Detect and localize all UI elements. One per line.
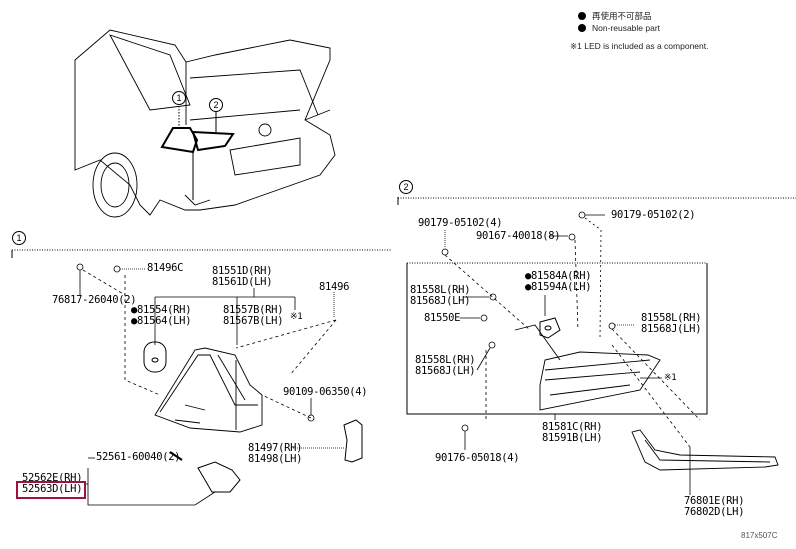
selected-part-highlight[interactable] — [16, 481, 86, 499]
part-label-52562[interactable]: 52562E(RH)52563D(LH) — [22, 472, 83, 495]
led-note-marker: ※1 — [290, 312, 303, 322]
part-label-76801[interactable]: 76801E(RH)76802D(LH) — [684, 495, 745, 518]
part-label-90167[interactable]: 90167-40018(8) — [476, 230, 561, 242]
legend-note: ※1 LED is included as a component. — [570, 41, 709, 51]
part-label-90179-b[interactable]: 90179-05102(2) — [611, 209, 696, 221]
part-label-81581[interactable]: 81581C(RH)81591B(LH) — [542, 421, 603, 444]
part-label-81554[interactable]: ●81554(RH)●81564(LH) — [131, 304, 192, 327]
led-note-marker-2: ※1 — [664, 373, 677, 383]
group2-leaders — [441, 211, 701, 495]
part-label-81551[interactable]: 81551D(RH)81561D(LH) — [212, 265, 273, 288]
part-label-52561[interactable]: 52561-60040(2) — [96, 451, 181, 463]
part-label-90176[interactable]: 90176-05018(4) — [435, 452, 520, 464]
callout-1-vehicle: 1 — [172, 91, 186, 105]
bracket-81497 — [343, 419, 363, 463]
vehicle-illustration — [74, 29, 336, 218]
part-label-81550[interactable]: 81550E — [424, 312, 461, 324]
legend: 再使用不可部品 Non-reusable part ※1 LED is incl… — [570, 10, 708, 52]
bracket-52562 — [169, 451, 241, 493]
part-label-81496[interactable]: 81496 — [319, 281, 350, 293]
callout-2-vehicle: 2 — [209, 98, 223, 112]
group2-frame — [397, 197, 796, 415]
part-label-90179-a[interactable]: 90179-05102(4) — [418, 217, 503, 229]
tail-lamp-highlight — [160, 127, 235, 154]
part-label-81497[interactable]: 81497(RH)81498(LH) — [248, 442, 303, 465]
callout-1-group: 1 — [12, 231, 26, 245]
figure-reference: 817x507C — [741, 531, 778, 540]
part-label-90109[interactable]: 90109-06350(4) — [283, 386, 368, 398]
legend-item-en: Non-reusable part — [578, 22, 708, 34]
legend-item-jp: 再使用不可部品 — [578, 10, 708, 22]
group1-frame — [11, 249, 392, 258]
part-label-81557[interactable]: 81557B(RH)81567B(LH) — [223, 304, 284, 327]
part-label-81558-a[interactable]: 81558L(RH)81568J(LH) — [410, 284, 471, 307]
rear-combination-lamp — [154, 347, 263, 433]
part-label-76817[interactable]: 76817-26040(2) — [52, 294, 137, 306]
part-label-81496c[interactable]: 81496C — [147, 262, 184, 274]
back-door-lamp — [514, 324, 661, 411]
lamp-gasket-2 — [539, 317, 561, 339]
filled-circle-icon — [578, 24, 586, 32]
garnish-76801 — [631, 429, 779, 471]
part-label-81584[interactable]: ●81584A(RH)●81594A(LH) — [525, 270, 592, 293]
group1-leaders — [76, 263, 344, 506]
part-label-81558-b[interactable]: 81558L(RH)81568J(LH) — [415, 354, 476, 377]
callout-2-group: 2 — [399, 180, 413, 194]
lamp-gasket — [143, 341, 167, 373]
part-label-81558-c[interactable]: 81558L(RH)81568J(LH) — [641, 312, 702, 335]
filled-circle-icon — [578, 12, 586, 20]
